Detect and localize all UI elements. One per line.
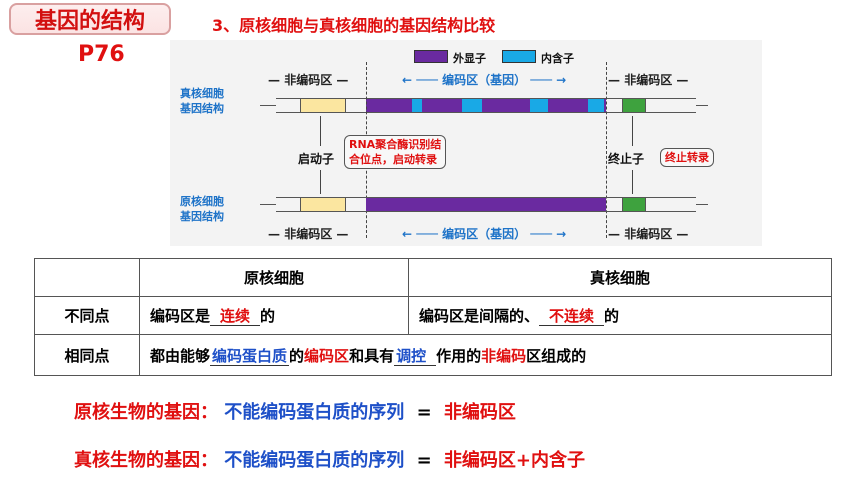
intron-legend-label: 内含子 [541, 52, 574, 65]
terminator-arrow-up [632, 116, 633, 146]
prok-diff-suffix: 的 [260, 307, 276, 325]
bottom-noncoding-left-label: — 非编码区 — [268, 227, 349, 241]
eukaryote-promoter-segment [300, 99, 346, 112]
euk-summary-result: 非编码区+内含子 [443, 450, 586, 471]
euk-diff-prefix: 编码区是间隔的、 [419, 307, 540, 325]
coding-end-boundary [606, 62, 607, 238]
prokaryote-gene-label: 原核细胞基因结构 [180, 195, 224, 223]
promoter-arrow-up [320, 116, 321, 146]
eukaryote-summary: 真核生物的基因： 不能编码蛋白质的序列 = 非编码区+内含子 [74, 446, 585, 472]
promoter-arrow-down [320, 170, 321, 194]
bottom-noncoding-right-label: — 非编码区 — [608, 227, 689, 241]
intron-legend-swatch [502, 50, 536, 63]
exon-segment [548, 99, 588, 112]
intron-segment [588, 99, 604, 112]
promoter-note: RNA聚合酶识别结合位点，启动转录 [344, 135, 447, 169]
eukaryote-difference-cell: 编码区是间隔的、不连续的 [408, 296, 832, 335]
table-header-empty [34, 258, 140, 297]
exon-segment [366, 198, 606, 211]
prok-diff-blank: 连续 [210, 307, 261, 326]
sim-text-2: 的 [289, 346, 305, 365]
prok-summary-prefix: 原核生物的基因： [74, 402, 218, 423]
intron-segment [462, 99, 482, 112]
exon-segment [366, 99, 412, 112]
top-coding-label: ← ─── 编码区（基因） ─── → [402, 73, 567, 87]
eukaryote-terminator-segment [622, 99, 646, 112]
sim-text-1: 都由能够 [150, 346, 211, 365]
sim-text-6: 非编码 [481, 346, 527, 365]
table-header-row: 原核细胞 真核细胞 [34, 258, 832, 297]
top-noncoding-left-label: — 非编码区 — [268, 73, 349, 87]
comparison-table: 原核细胞 真核细胞 不同点 编码区是连续的 编码区是间隔的、不连续的 相同点 都… [34, 258, 832, 376]
terminator-arrow-down [632, 170, 633, 194]
gene-structure-diagram: 外显子 内含子 — 非编码区 — ← ─── 编码区（基因） ─── → — 非… [170, 40, 762, 246]
euk-diff-suffix: 的 [604, 307, 620, 325]
euk-summary-middle: 不能编码蛋白质的序列 [224, 450, 405, 471]
terminator-note: 终止转录 [660, 148, 714, 167]
euk-diff-blank: 不连续 [539, 307, 605, 326]
terminator-label: 终止子 [608, 152, 645, 166]
sim-blank-1: 编码蛋白质 [210, 346, 290, 366]
prokaryote-promoter-segment [300, 198, 346, 211]
promoter-label: 启动子 [298, 152, 335, 166]
table-row-differences: 不同点 编码区是连续的 编码区是间隔的、不连续的 [34, 296, 832, 335]
intron-segment [530, 99, 548, 112]
exon-legend-label: 外显子 [453, 52, 486, 65]
top-noncoding-right-label: — 非编码区 — [608, 73, 689, 87]
table-row-similarities: 相同点 都由能够编码蛋白质的编码区和具有调控作用的非编码区组成的 [34, 334, 832, 376]
prokaryote-difference-cell: 编码区是连续的 [139, 296, 409, 335]
prokaryote-summary: 原核生物的基因： 不能编码蛋白质的序列 = 非编码区 [74, 398, 516, 424]
eukaryote-right-tail [696, 105, 708, 106]
exon-legend-swatch [414, 50, 448, 63]
euk-summary-eq: = [416, 450, 432, 471]
table-header-prokaryote: 原核细胞 [139, 258, 409, 297]
similarity-cell: 都由能够编码蛋白质的编码区和具有调控作用的非编码区组成的 [139, 334, 832, 376]
sim-text-5: 作用的 [436, 346, 482, 365]
prok-diff-prefix: 编码区是 [150, 307, 211, 325]
euk-summary-prefix: 真核生物的基因： [74, 450, 218, 471]
sim-blank-2: 调控 [394, 346, 437, 366]
prokaryote-terminator-segment [622, 198, 646, 211]
eukaryote-gene-strip [276, 98, 696, 113]
exon-segment [604, 99, 606, 112]
prokaryote-right-tail [696, 204, 708, 205]
sim-text-7: 区组成的 [526, 346, 587, 365]
section-heading: 3、原核细胞与真核细胞的基因结构比较 [212, 16, 496, 35]
exon-segment [482, 99, 530, 112]
row-label-similarities: 相同点 [34, 334, 140, 376]
page-reference: P76 [78, 42, 125, 67]
exon-segment [422, 99, 462, 112]
prok-summary-middle: 不能编码蛋白质的序列 [224, 402, 405, 423]
prok-summary-eq: = [416, 402, 432, 423]
sim-text-4: 和具有 [349, 346, 395, 365]
table-header-eukaryote: 真核细胞 [408, 258, 832, 297]
row-label-differences: 不同点 [34, 296, 140, 335]
prokaryote-gene-strip [276, 197, 696, 212]
lesson-title: 基因的结构 [9, 3, 171, 35]
prok-summary-result: 非编码区 [443, 402, 516, 423]
prokaryote-left-tail [260, 204, 276, 205]
sim-text-3: 编码区 [304, 346, 350, 365]
eukaryote-left-tail [260, 105, 276, 106]
bottom-coding-label: ← ─── 编码区（基因） ─── → [402, 227, 567, 241]
intron-segment [412, 99, 422, 112]
eukaryote-gene-label: 真核细胞基因结构 [180, 87, 224, 115]
